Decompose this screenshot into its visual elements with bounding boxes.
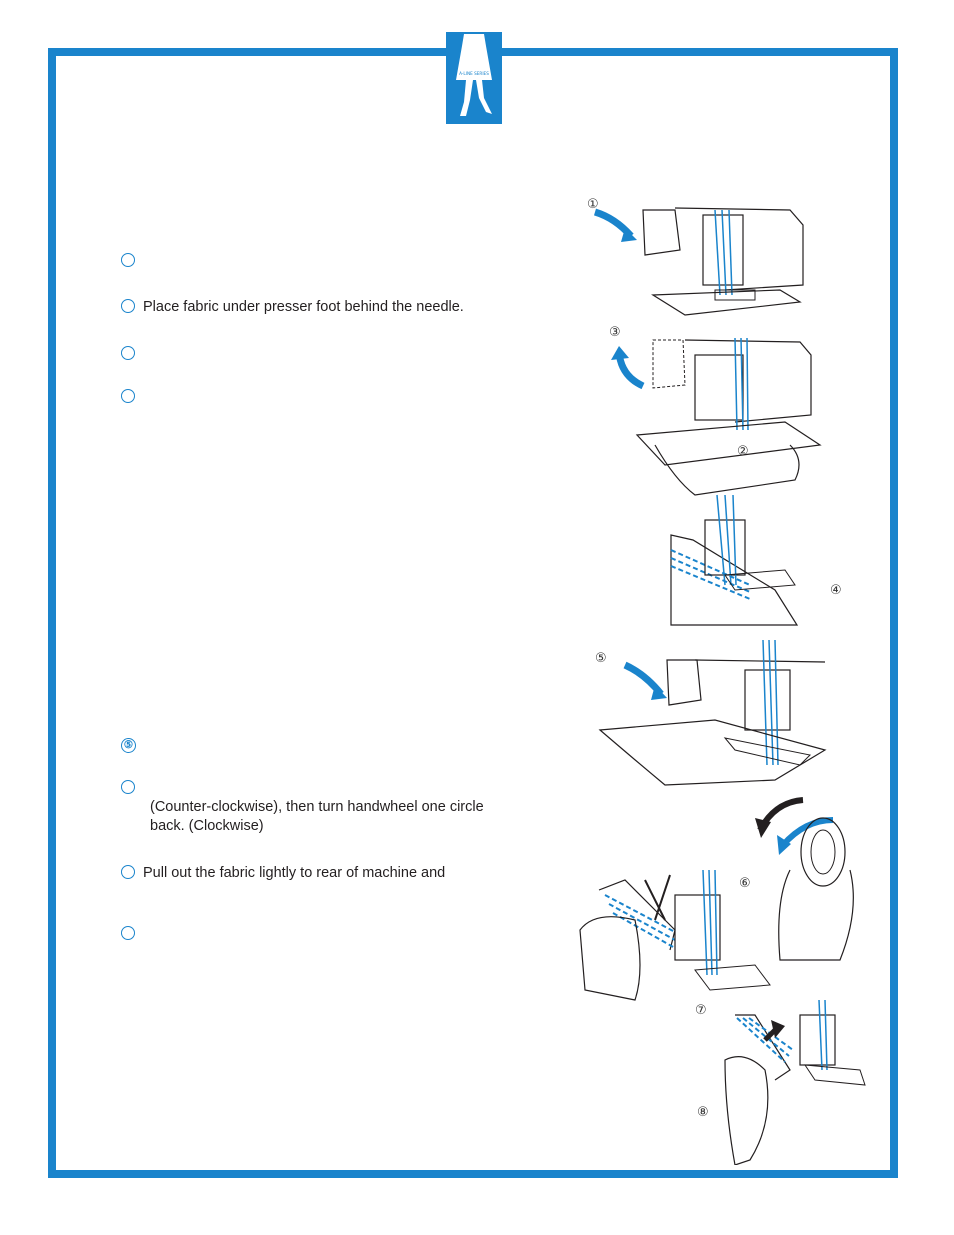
clockwise-arrow-icon	[783, 820, 833, 845]
figure-4-sew-seam: ④	[671, 495, 842, 625]
figure-8-pull-fabric-back: ⑧	[697, 1000, 865, 1165]
step-3	[121, 345, 141, 364]
figure-2-3-raise-presser-foot: ③ ②	[609, 325, 820, 495]
step-4	[121, 388, 141, 407]
label-2: ②	[737, 444, 749, 459]
label-8: ⑧	[697, 1105, 709, 1120]
scissors-icon	[645, 875, 670, 920]
step-1	[121, 252, 141, 271]
step-1-marker	[121, 253, 135, 267]
step-6	[121, 779, 141, 798]
figure-1-lower-presser-foot: ①	[587, 197, 803, 315]
figure-7-cut-threads: ⑦	[580, 870, 770, 1018]
step-7-marker	[121, 865, 135, 879]
step-6-marker	[121, 780, 135, 794]
step-2-marker	[121, 299, 135, 313]
step-6-line3: back. (Clockwise)	[150, 817, 264, 836]
figure-5-lower-presser-foot-on-fabric: ⑤	[595, 640, 825, 785]
step-4-marker	[121, 389, 135, 403]
figure-6-turn-handwheel: ⑥	[739, 800, 853, 960]
step-5: ⑤	[121, 733, 142, 753]
step-8-marker	[121, 926, 135, 940]
step-8	[121, 925, 141, 944]
label-7: ⑦	[695, 1003, 707, 1018]
step-7-text: Pull out the fabric lightly to rear of m…	[143, 865, 445, 881]
label-6: ⑥	[739, 876, 751, 891]
step-3-marker	[121, 346, 135, 360]
dress-woman-icon: A-LINE SERIES	[446, 32, 502, 124]
brand-logo: A-LINE SERIES	[446, 32, 502, 124]
step-5-marker: ⑤	[121, 738, 136, 753]
sewing-illustrations: ① ③ ② ④ ⑤	[575, 190, 875, 1165]
step-7: Pull out the fabric lightly to rear of m…	[121, 864, 445, 883]
step-2: Place fabric under presser foot behind t…	[121, 298, 464, 317]
step-2-text: Place fabric under presser foot behind t…	[143, 299, 464, 315]
label-3: ③	[609, 325, 621, 340]
label-5: ⑤	[595, 651, 607, 666]
logo-text: A-LINE SERIES	[459, 71, 489, 76]
step-6-line2: (Counter-clockwise), then turn handwheel…	[150, 798, 484, 817]
label-4: ④	[830, 583, 842, 598]
